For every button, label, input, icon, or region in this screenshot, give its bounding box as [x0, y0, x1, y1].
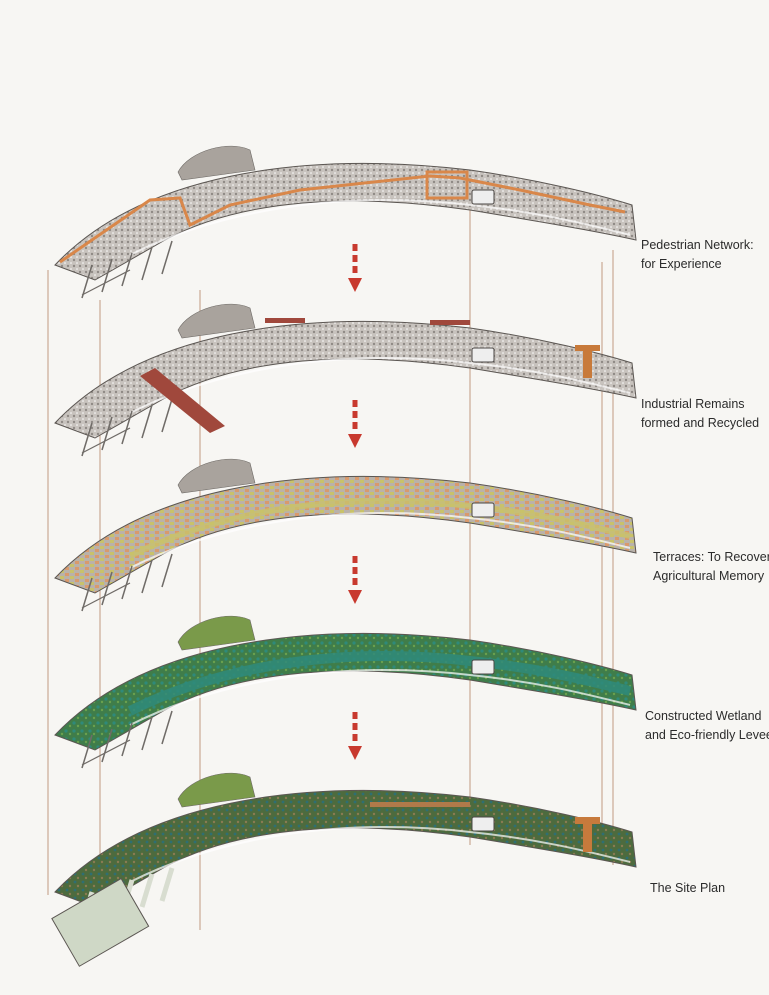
band-body: [54, 476, 637, 594]
terrace-strip: [128, 498, 631, 559]
hill-patch: [177, 772, 256, 808]
pier-rail: [81, 739, 131, 766]
platform-structure: [425, 170, 469, 200]
band-inner-arc: [129, 357, 631, 414]
label-line-1: Terraces: To Recover: [653, 550, 769, 564]
pier-bar: [141, 716, 153, 751]
label-line-1: Pedestrian Network:: [641, 238, 754, 252]
band-body: [54, 321, 637, 439]
band-body: [54, 790, 637, 908]
band-body: [54, 163, 637, 281]
pier-bar: [121, 252, 133, 287]
arrow-dash: [352, 734, 358, 741]
arrow-dash: [352, 712, 358, 719]
arrow-dash: [352, 411, 358, 418]
layer-band-wetland: [54, 615, 637, 769]
layer-band-terraces: [54, 458, 637, 612]
pier-bar: [101, 416, 113, 451]
arrow-dash: [352, 578, 358, 585]
band-inner-arc: [129, 669, 631, 726]
pier-bar: [161, 240, 173, 275]
industrial-tower: [575, 345, 600, 378]
arrow-head: [348, 746, 362, 760]
down-arrow: [348, 712, 362, 760]
pier-bar: [141, 559, 153, 594]
arrow-dash: [352, 266, 358, 273]
hill-patch: [177, 458, 256, 494]
industrial-crane: [140, 368, 225, 433]
layer-bands: [51, 145, 637, 967]
site-plaza: [51, 877, 150, 967]
arrow-dash: [352, 723, 358, 730]
pedestrian-path: [59, 174, 626, 264]
layer-label-pedestrian: Pedestrian Network: for Experience: [641, 236, 754, 274]
layer-label-industrial: Industrial Remains formed and Recycled: [641, 395, 759, 433]
pier-rail: [81, 427, 131, 454]
label-line-1: The Site Plan: [650, 881, 726, 895]
layer-arrows: [348, 244, 362, 760]
building-glyph: [471, 659, 495, 675]
arrow-dash: [352, 567, 358, 574]
building-glyph: [471, 502, 495, 518]
arrow-dash: [352, 422, 358, 429]
arrow-head: [348, 434, 362, 448]
label-line-2: formed and Recycled: [641, 416, 760, 430]
label-line-1: Industrial Remains: [641, 397, 745, 411]
building-glyph: [471, 347, 495, 363]
industrial-beam: [265, 318, 305, 323]
down-arrow: [348, 556, 362, 604]
hill-patch: [177, 145, 256, 181]
pier-bar: [81, 422, 93, 457]
pier-bar: [161, 710, 173, 745]
pier-bar: [161, 553, 173, 588]
layer-label-siteplan: The Site Plan: [650, 879, 725, 898]
pier-bar: [101, 728, 113, 763]
band-body: [54, 633, 637, 751]
site-boardwalk: [370, 802, 470, 807]
pier-bar: [81, 734, 93, 769]
industrial-beam: [430, 320, 470, 325]
arrow-dash: [352, 556, 358, 563]
arrow-head: [348, 590, 362, 604]
band-inner-arc: [129, 826, 631, 883]
site-tower: [575, 817, 600, 852]
pier-bar: [81, 264, 93, 299]
pier-bar: [121, 410, 133, 445]
pier-bar: [141, 404, 153, 439]
down-arrow: [348, 400, 362, 448]
pier-bar: [81, 577, 93, 612]
label-line-2: Agricultural Memory: [653, 569, 765, 583]
hill-patch: [177, 303, 256, 339]
label-line-1: Constructed Wetland: [645, 709, 762, 723]
down-arrow: [348, 244, 362, 292]
arrow-dash: [352, 244, 358, 251]
hill-patch: [177, 615, 256, 651]
label-line-2: for Experience: [641, 257, 722, 271]
pier-bar: [101, 258, 113, 293]
layer-band-industrial: [54, 303, 637, 457]
layer-band-siteplan: [51, 772, 637, 967]
building-glyph: [471, 189, 495, 205]
arrow-dash: [352, 255, 358, 262]
building-glyph: [471, 816, 495, 832]
pier-bar: [101, 571, 113, 606]
pier-bar: [121, 565, 133, 600]
layer-band-pedestrian: [54, 145, 637, 299]
arrow-dash: [352, 400, 358, 407]
pier-bar: [161, 398, 173, 433]
band-inner-arc: [129, 199, 631, 256]
wetland-water: [127, 651, 632, 716]
layer-label-wetland: Constructed Wetland and Eco-friendly Lev…: [645, 707, 769, 745]
band-inner-arc: [129, 512, 631, 569]
layer-label-terraces: Terraces: To Recover Agricultural Memory: [653, 548, 769, 586]
pier-bar: [159, 867, 175, 902]
label-line-2: and Eco-friendly Levee: [645, 728, 769, 742]
pier-rail: [81, 269, 131, 296]
pier-bar: [141, 246, 153, 281]
arrow-head: [348, 278, 362, 292]
pier-bar: [139, 873, 155, 908]
pier-rail: [81, 582, 131, 609]
pier-bar: [121, 722, 133, 757]
